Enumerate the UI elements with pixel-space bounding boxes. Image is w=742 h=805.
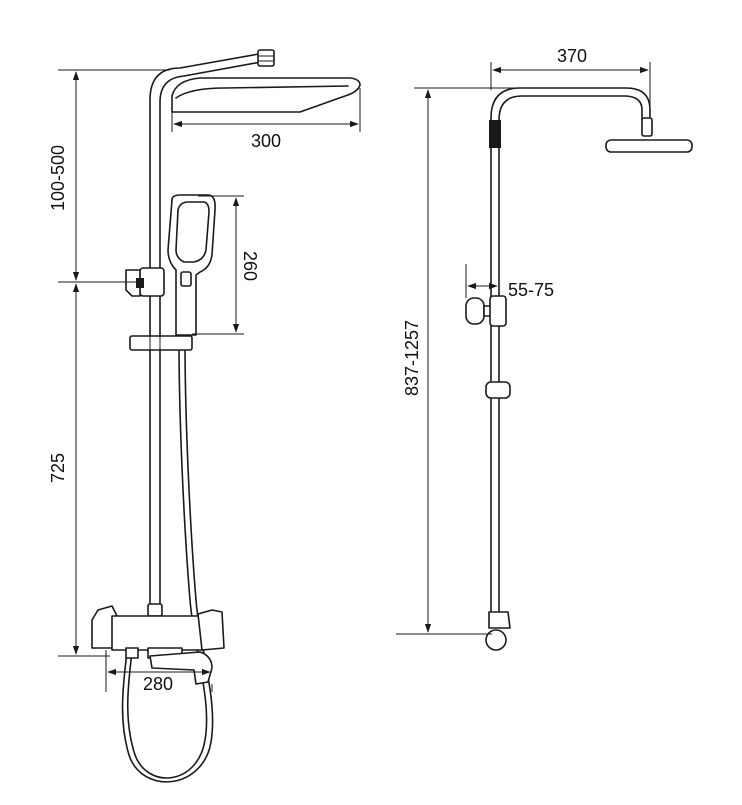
dim-head-height-range: 100-500 — [48, 145, 68, 211]
side-shower-head — [605, 139, 693, 153]
hose-outlet — [125, 647, 139, 659]
thermostatic-mixer — [91, 605, 225, 659]
dim-bar-height: 725 — [48, 453, 68, 483]
dim-arm-reach: 370 — [557, 46, 587, 66]
dim-wall-distance: 55-75 — [508, 280, 554, 300]
shower-hose — [126, 339, 208, 779]
head-connector — [257, 49, 275, 67]
side-riser — [490, 87, 651, 616]
front-view-shower-set — [91, 49, 361, 783]
lower-slide-holder — [129, 335, 193, 351]
dimension-annotations: 300 100-500 725 260 280 370 837-1257 — [48, 46, 651, 694]
side-outlet — [485, 629, 507, 651]
dim-handset-length: 260 — [240, 251, 260, 281]
riser-bar — [149, 51, 273, 611]
wall-bracket — [465, 295, 507, 327]
dim-head-width: 300 — [251, 131, 281, 151]
side-view-shower-set — [465, 87, 693, 651]
bath-spout — [149, 651, 213, 685]
rain-shower-head — [171, 77, 361, 113]
dim-total-height-range: 837-1257 — [402, 320, 422, 396]
side-slider — [485, 381, 511, 399]
hand-shower — [167, 194, 216, 336]
dim-spout-width: 280 — [143, 674, 173, 694]
